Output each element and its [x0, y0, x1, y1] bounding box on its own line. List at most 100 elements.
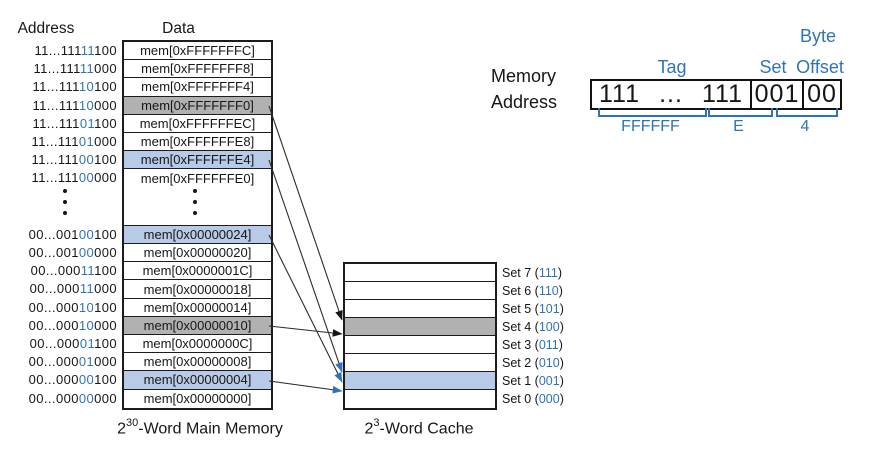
- set-label-column: Set 7 (111)Set 6 (110)Set 5 (101)Set 4 (…: [502, 264, 564, 408]
- set-label-close: ): [557, 266, 563, 280]
- cache-set-row: [345, 282, 495, 300]
- arrow-ffffffe4-to-set1: [268, 159, 343, 373]
- cache-set-label: Set 2 (010): [502, 354, 564, 372]
- address-offset-bits: 000: [94, 354, 117, 370]
- set-label-text: Set 6 (: [502, 284, 539, 298]
- set-label-text: Set 2 (: [502, 356, 539, 370]
- tag-hex-value: FFFFFF: [621, 118, 680, 135]
- set-label-close: ): [559, 392, 564, 406]
- tag-bits-right: 111: [701, 80, 743, 108]
- cache-set-label: Set 5 (101): [502, 300, 564, 318]
- address-ellipsis: [63, 189, 67, 215]
- binary-address-label: 11...11110000: [13, 97, 117, 115]
- memory-address-label-line2: Address: [491, 92, 558, 112]
- memory-data-cell: mem[0x00000010]: [124, 316, 271, 336]
- binary-address-label: 11...11101000: [13, 133, 117, 151]
- set-label-text: Set 7 (: [502, 266, 539, 280]
- binary-address-label: 11...11110100: [13, 78, 117, 96]
- address-offset-bits: 100: [94, 152, 117, 168]
- binary-address-label: 00...00001000: [13, 353, 117, 371]
- cache-table: [343, 262, 497, 410]
- address-tag-bits: 00...000: [28, 372, 79, 388]
- tag-hex-bracket: [598, 108, 707, 117]
- cache-set-row: [345, 264, 495, 282]
- memory-data-cell: mem[0xFFFFFFE0]: [140, 170, 255, 186]
- cache-set-row: [345, 336, 495, 354]
- address-offset-bits: 000: [94, 133, 117, 149]
- address-set-bits: 10: [78, 299, 95, 315]
- caption-rest: -Word Cache: [379, 420, 474, 438]
- binary-address-label: 11...11111000: [13, 60, 117, 78]
- memory-data-cell: mem[0x00000014]: [124, 299, 271, 317]
- address-set-bits: 10: [78, 97, 95, 113]
- binary-address-label: 00...00100000: [13, 244, 117, 262]
- address-set-bits: 01: [78, 133, 95, 149]
- address-offset-bits: 000: [94, 97, 117, 113]
- main-memory-table: mem[0xFFFFFFFC]mem[0xFFFFFFF8]mem[0xFFFF…: [122, 40, 273, 410]
- address-tag-bits: 00...000: [30, 263, 81, 279]
- memory-address-label-line1: Memory: [491, 66, 557, 86]
- memory-data-cell: mem[0x0000000C]: [124, 335, 271, 354]
- binary-address-label: 00...00000100: [13, 371, 117, 389]
- address-set-bits: 10: [78, 317, 95, 333]
- cache-set-row: [345, 318, 495, 336]
- cache-set-row: [345, 372, 495, 390]
- memory-data-cell: mem[0x00000008]: [124, 353, 271, 372]
- memory-rows-bottom: mem[0x00000024]mem[0x00000020]mem[0x0000…: [124, 225, 271, 408]
- address-set-bits: 00: [78, 170, 95, 186]
- binary-address-label: 00...00011100: [13, 262, 117, 280]
- offset-hex-value: 4: [800, 118, 810, 135]
- cache-set-label: Set 6 (110): [502, 282, 564, 300]
- address-offset-bits: 100: [94, 336, 117, 352]
- arrow-00000024-to-set1: [268, 234, 343, 383]
- set-label-text: Set 5 (: [502, 302, 539, 316]
- set-label-close: ): [559, 302, 564, 316]
- address-set-bits: 00: [78, 390, 95, 406]
- set-label-close: ): [559, 320, 564, 334]
- address-tag-bits: 11...111: [31, 152, 79, 168]
- set-label-bits: 111: [538, 266, 558, 280]
- offset-field-value: 00: [802, 81, 840, 108]
- address-offset-bits: 100: [94, 43, 117, 58]
- address-offset-bits: 000: [94, 245, 117, 261]
- memory-data-cell: mem[0xFFFFFFF0]: [124, 96, 271, 115]
- set-hex-value: E: [733, 118, 744, 135]
- memory-data-cell: mem[0xFFFFFFE4]: [124, 151, 271, 170]
- arrow-00000010-to-set4: [268, 325, 343, 337]
- caption-rest: -Word Main Memory: [138, 420, 283, 438]
- address-offset-bits: 100: [94, 79, 117, 95]
- set-label-bits: 000: [538, 392, 560, 406]
- binary-address-label: 11...11100100: [13, 151, 117, 169]
- set-label-bits: 011: [538, 338, 559, 352]
- arrow-fffffff0-to-set4: [268, 105, 343, 321]
- address-offset-bits: 000: [94, 281, 117, 297]
- address-offset-bits: 000: [94, 61, 117, 77]
- address-column-header: Address: [17, 20, 75, 37]
- cache-set-row: [345, 300, 495, 318]
- set-label-bits: 101: [538, 302, 560, 316]
- address-offset-bits: 100: [94, 115, 117, 131]
- byte-field-label: Byte: [799, 26, 837, 46]
- cache-set-label: Set 4 (100): [502, 318, 564, 336]
- binary-address-label: 11...11111100: [13, 42, 117, 60]
- tag-field-label: Tag: [657, 57, 687, 77]
- address-tag-bits: 00...001: [28, 226, 79, 242]
- memory-ellipsis: [193, 189, 197, 215]
- cache-set-row: [345, 354, 495, 372]
- address-set-bits: 00: [78, 152, 95, 168]
- caption-base: 2: [117, 420, 127, 438]
- address-set-bits: 00: [78, 245, 95, 261]
- address-offset-bits: 100: [94, 226, 117, 242]
- memory-address-box: 111 ... 111 001 00: [590, 79, 842, 110]
- caption-exponent: 30: [126, 417, 139, 429]
- address-set-bits: 11: [79, 61, 95, 77]
- set-label-text: Set 3 (: [502, 338, 539, 352]
- cache-set-label: Set 7 (111): [502, 264, 564, 282]
- address-offset-bits: 100: [94, 372, 117, 388]
- memory-rows-top: mem[0xFFFFFFFC]mem[0xFFFFFFF8]mem[0xFFFF…: [124, 42, 271, 188]
- address-set-bits: 01: [79, 336, 95, 352]
- address-tag-bits: 11...111: [32, 115, 80, 131]
- memory-data-cell: mem[0x00000000]: [143, 391, 252, 407]
